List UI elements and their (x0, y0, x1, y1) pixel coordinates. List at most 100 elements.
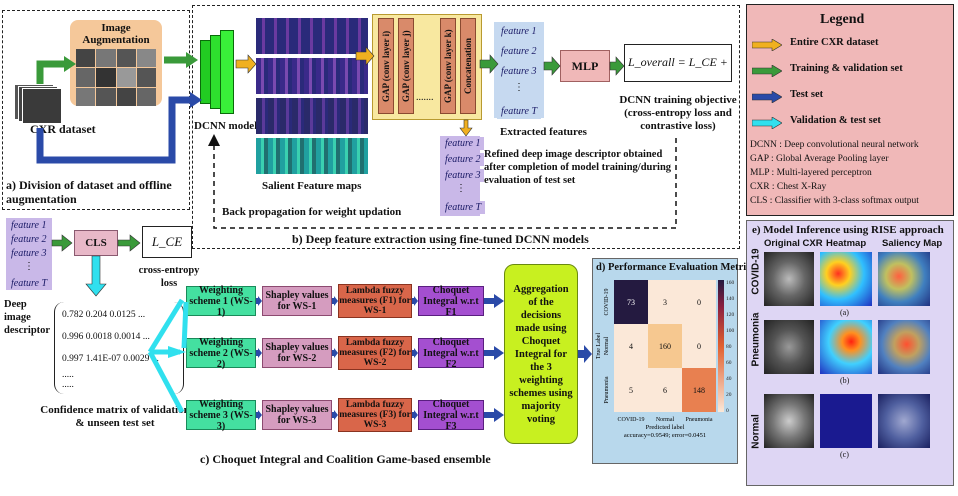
matrix-row-2: 0.996 0.0018 0.0014 ... (62, 332, 150, 342)
loss-formula-box (624, 44, 732, 82)
refined-feature-3: feature 3 (441, 169, 485, 182)
choquet-f2-box: Choquet Integral w.r.t F2 (418, 337, 484, 370)
legend-arrow-cyan-icon (751, 116, 783, 130)
gap-layer-j: GAP (conv layer j) (398, 18, 414, 114)
shapley-ws1-box: Shapley values for WS-1 (262, 286, 332, 316)
cm-xtick-label: Normal (656, 417, 675, 423)
shapley-ws2-box: Shapley values for WS-2 (262, 338, 332, 368)
concatenation-layer: Concatenation (460, 18, 476, 114)
cm-value-2-0: 5 (629, 386, 633, 395)
legend-box (746, 4, 954, 216)
cm-cell-2-0 (614, 368, 648, 412)
extracted-feature-T: feature T (497, 104, 542, 119)
salient-feature-maps (256, 18, 368, 174)
refined-feature-1: feature 1 (441, 137, 485, 150)
backprop-label: Back propagation for weight updation (222, 206, 402, 218)
covid-original-xray (764, 252, 814, 306)
cxr-dataset-label: CXR dataset (30, 122, 96, 136)
normal-original-xray (764, 394, 814, 448)
loss-formula: L_overall = L_CE + αL_con (628, 55, 730, 69)
lambda-f2-box: Lambda fuzzy measures (F2) for WS-2 (338, 336, 412, 370)
cm-value-1-2: 0 (697, 342, 701, 351)
cm-colorbar-tick: 120 (726, 312, 735, 318)
normal-saliency (878, 394, 930, 448)
pneumonia-saliency (878, 320, 930, 374)
gap-dots: ....... (416, 92, 434, 103)
image-augmentation-label: Image Augmentation (82, 22, 150, 46)
cm-value-0-0: 73 (627, 298, 635, 307)
lce-box (142, 226, 192, 258)
gap-layer-k: GAP (conv layer k) (440, 18, 456, 114)
cls-feature-2: feature 2 (7, 233, 51, 246)
extracted-feature-3: feature 3 (497, 64, 541, 79)
extracted-feature-1: feature 1 (497, 24, 541, 39)
cls-feature-3: feature 3 (7, 247, 51, 260)
ce-loss-label: cross-entropy loss (138, 265, 200, 289)
sublabel-c: (c) (840, 450, 849, 459)
cm-value-1-0: 4 (629, 342, 633, 351)
cm-cell-1-2 (682, 324, 716, 368)
legend-arrow-orange-icon (751, 38, 783, 52)
matrix-row-5: ..... (62, 380, 74, 390)
cm-colorbar-tick: 60 (726, 360, 732, 366)
confidence-matrix-label: Confidence matrix of validation & unseen… (40, 404, 190, 429)
sublabel-b: (b) (840, 376, 850, 385)
cm-value-1-1: 160 (659, 342, 671, 351)
extracted-features-label: Extracted features (500, 126, 587, 138)
cls-box: CLS (74, 230, 118, 256)
refined-feature-T: feature T (441, 201, 486, 214)
section-a-caption: a) Division of dataset and offline augme… (6, 178, 172, 206)
cm-colorbar-tick: 80 (726, 344, 732, 350)
covid-heatmap (820, 252, 872, 306)
legend-abbrev-4: CXR : Chest X-Ray (750, 182, 827, 192)
cm-xlabel: Predicted label (646, 424, 685, 431)
training-objective: DCNN training objective (cross-entropy l… (619, 94, 737, 132)
cls-feature-T: feature T (7, 277, 52, 290)
legend-item-test: Test set (790, 89, 824, 100)
choquet-f1-box: Choquet Integral w.r.t F1 (418, 285, 484, 318)
extracted-feature-2: feature 2 (497, 44, 541, 59)
legend-arrow-green-icon (751, 64, 783, 78)
choquet-f3-box: Choquet Integral w.r.t F3 (418, 399, 484, 432)
section-b-box (192, 5, 740, 249)
cm-footer: accuracy=0.9549; error=0.0451 (624, 432, 706, 439)
mlp-box: MLP (560, 50, 610, 82)
legend-abbrev-2: GAP : Global Average Pooling layer (750, 154, 889, 164)
image-augmentation-box: Image Augmentation (70, 20, 162, 106)
legend-abbrev-1: DCNN : Deep convolutional neural network (750, 140, 919, 150)
row-label-pneumonia: Pneumonia (750, 312, 762, 367)
matrix-row-1: 0.782 0.204 0.0125 ... (62, 310, 146, 320)
aggregation-box: Aggregation of the decisions made using … (504, 264, 578, 444)
cm-cell-0-2 (682, 280, 716, 324)
lambda-f1-box: Lambda fuzzy measures (F1) for WS-1 (338, 284, 412, 318)
legend-item-valtest: Validation & test set (790, 115, 881, 126)
pneumonia-heatmap (820, 320, 872, 374)
lce-label: L_CE (151, 234, 183, 249)
pneumonia-original-xray (764, 320, 814, 374)
cm-colorbar-tick: 100 (726, 328, 735, 334)
cm-ylabel: True Label (596, 333, 602, 360)
cm-value-2-2: 148 (693, 386, 705, 395)
cm-colorbar-tick: 160 (726, 280, 735, 286)
cm-cell-1-1 (648, 324, 682, 368)
cm-cell-2-2 (682, 368, 716, 412)
col-saliency: Saliency Map (882, 238, 943, 249)
cls-feature-1: feature 1 (7, 219, 51, 232)
legend-arrow-blue-icon (751, 90, 783, 104)
refined-descriptor-text: Refined deep image descriptor obtained a… (484, 149, 672, 186)
gap-layer-i: GAP (conv layer i) (378, 18, 394, 114)
deep-descriptor-label: Deep image descriptor (4, 299, 51, 336)
cm-cell-0-0 (614, 280, 648, 324)
cxr-stack-icon (14, 84, 64, 126)
cm-colorbar-tick: 20 (726, 392, 732, 398)
legend-item-trainval: Training & validation set (790, 63, 903, 74)
section-b-caption: b) Deep feature extraction using fine-tu… (292, 232, 589, 246)
matrix-row-3: 0.997 1.41E-07 0.0029 ... (62, 354, 159, 364)
refined-feature-2: feature 2 (441, 153, 485, 166)
legend-title: Legend (820, 12, 865, 27)
dcnn-model-icon (200, 30, 240, 114)
lambda-f3-box: Lambda fuzzy measures (F3) for WS-3 (338, 398, 412, 432)
ws1-box: Weighting scheme 1 (WS-1) (186, 285, 256, 318)
col-heatmap: Heatmap (826, 238, 867, 249)
